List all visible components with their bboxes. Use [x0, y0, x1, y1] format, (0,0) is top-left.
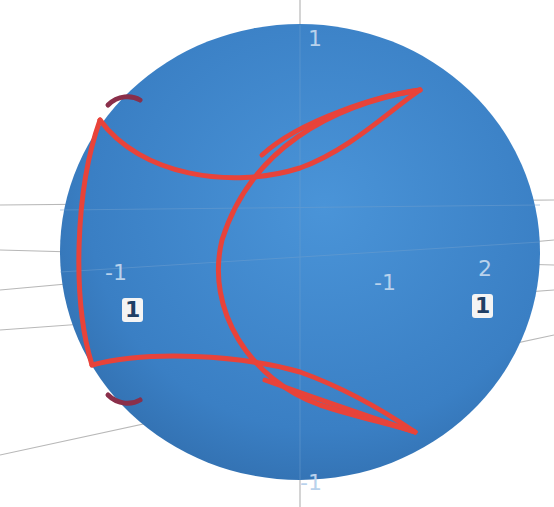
axis-tick: -1 — [105, 262, 127, 284]
axis-tick: 1 — [472, 294, 493, 318]
axis-lines-through — [60, 25, 540, 480]
sphere — [60, 24, 540, 480]
axis-tick: 1 — [122, 298, 143, 322]
axis-tick: 2 — [478, 258, 492, 280]
axis-tick: 1 — [308, 28, 322, 50]
dark-curve-ends — [108, 97, 140, 404]
red-curves — [79, 90, 420, 432]
axis-tick: -1 — [300, 472, 322, 494]
axis-tick: -1 — [374, 272, 396, 294]
